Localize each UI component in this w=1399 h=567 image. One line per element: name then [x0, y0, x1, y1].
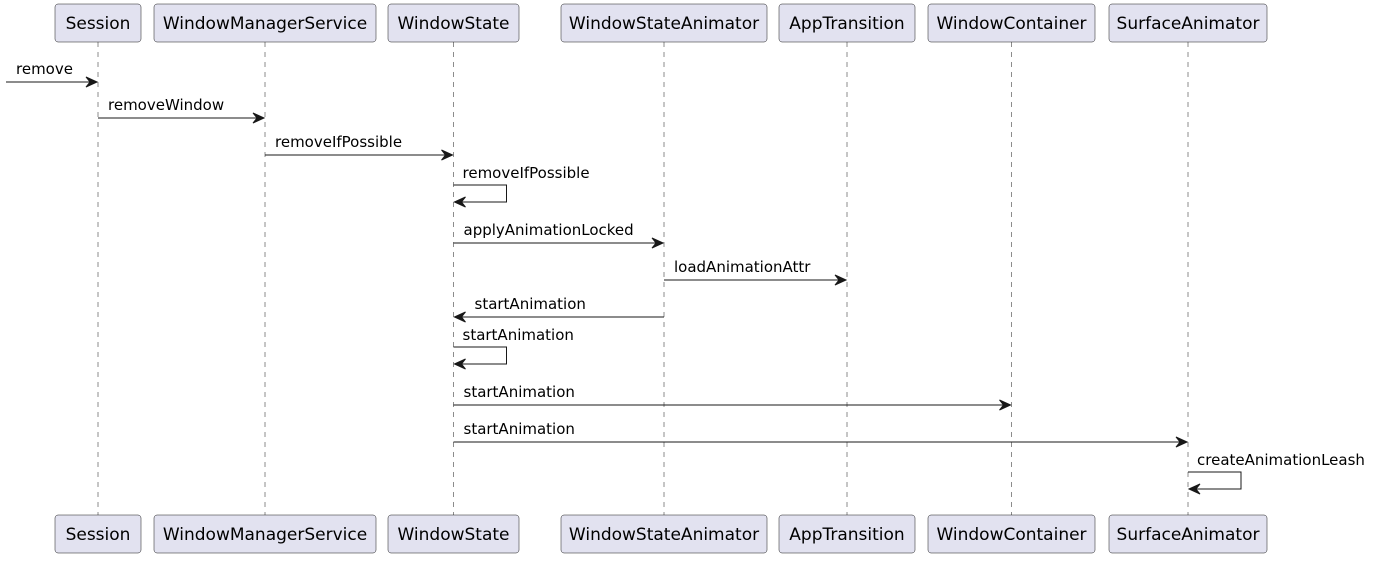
participant-label: Session	[66, 14, 131, 34]
participant-label: WindowStateAnimator	[569, 14, 759, 34]
arrowhead	[453, 358, 466, 370]
participant-box	[387, 514, 520, 554]
participant-wms-bottom: WindowManagerService	[153, 514, 377, 554]
participant-label: WindowContainer	[936, 14, 1086, 34]
message-createAnimationLeash: createAnimationLeash	[1187, 451, 1365, 495]
participant-label: WindowContainer	[936, 525, 1086, 545]
message-removeIfPossible: removeIfPossible	[265, 133, 454, 161]
participant-wsa-bottom: WindowStateAnimator	[560, 514, 768, 554]
message-startAnimation: startAnimation	[453, 420, 1189, 448]
participant-box	[1108, 3, 1268, 43]
participant-windowcontainer-bottom: WindowContainer	[927, 514, 1096, 554]
message-label: applyAnimationLocked	[464, 221, 634, 239]
participant-surfaceanimator-top: SurfaceAnimator	[1108, 3, 1268, 43]
arrowhead	[999, 399, 1012, 411]
participant-label: SurfaceAnimator	[1117, 525, 1260, 545]
participant-box	[1108, 514, 1268, 554]
participant-label: WindowStateAnimator	[569, 525, 759, 545]
participant-windowstate-top: WindowState	[387, 3, 520, 43]
message-removeWindow: removeWindow	[98, 96, 266, 124]
message-label: startAnimation	[475, 295, 586, 313]
arrowhead	[252, 112, 266, 124]
participant-box	[927, 514, 1096, 554]
participant-label: WindowManagerService	[163, 525, 367, 545]
participant-box	[778, 514, 916, 554]
participant-label: WindowState	[397, 525, 509, 545]
message-line	[1188, 471, 1242, 490]
message-label: loadAnimationAttr	[674, 258, 811, 276]
message-label: startAnimation	[464, 383, 575, 401]
participant-box	[153, 3, 377, 43]
arrowhead	[1187, 483, 1201, 495]
participant-label: AppTransition	[789, 14, 904, 34]
message-line	[453, 346, 507, 365]
participant-box	[387, 3, 520, 43]
message-label: startAnimation	[463, 326, 574, 344]
message-loadAnimationAttr: loadAnimationAttr	[664, 258, 848, 286]
arrowhead	[651, 237, 665, 249]
message-label: startAnimation	[464, 420, 575, 438]
message-line	[453, 184, 507, 203]
participant-windowstate-bottom: WindowState	[387, 514, 520, 554]
participant-surfaceanimator-bottom: SurfaceAnimator	[1108, 514, 1268, 554]
arrowhead	[1175, 436, 1189, 448]
participant-wsa-top: WindowStateAnimator	[560, 3, 768, 43]
message-applyAnimationLocked: applyAnimationLocked	[453, 221, 665, 249]
participant-session-bottom: Session	[54, 514, 142, 554]
participant-box	[54, 3, 142, 43]
participant-session-top: Session	[54, 3, 142, 43]
message-label: createAnimationLeash	[1197, 451, 1365, 469]
participant-label: WindowState	[397, 14, 509, 34]
participant-label: WindowManagerService	[163, 14, 367, 34]
participant-box	[54, 514, 142, 554]
participant-box	[560, 3, 768, 43]
message-label: removeIfPossible	[275, 133, 402, 151]
arrowhead	[453, 196, 466, 208]
message-label: remove	[16, 60, 73, 78]
participant-wms-top: WindowManagerService	[153, 3, 377, 43]
arrowhead	[834, 274, 848, 286]
arrowhead	[453, 311, 466, 323]
participant-box	[560, 514, 768, 554]
message-startAnimation: startAnimation	[453, 383, 1012, 411]
arrowhead	[441, 149, 454, 161]
participant-box	[927, 3, 1096, 43]
message-removeIfPossible: removeIfPossible	[453, 164, 590, 208]
participant-apptransition-top: AppTransition	[778, 3, 916, 43]
message-startAnimation: startAnimation	[453, 326, 574, 370]
participant-box	[778, 3, 916, 43]
participant-label: Session	[66, 525, 131, 545]
participant-box	[153, 514, 377, 554]
participant-windowcontainer-top: WindowContainer	[927, 3, 1096, 43]
participant-label: SurfaceAnimator	[1117, 14, 1260, 34]
arrowhead	[85, 76, 99, 88]
participant-label: AppTransition	[789, 525, 904, 545]
message-label: removeWindow	[108, 96, 224, 114]
message-startAnimation: startAnimation	[453, 295, 664, 323]
message-label: removeIfPossible	[463, 164, 590, 182]
message-remove: remove	[6, 60, 99, 88]
participant-apptransition-bottom: AppTransition	[778, 514, 916, 554]
